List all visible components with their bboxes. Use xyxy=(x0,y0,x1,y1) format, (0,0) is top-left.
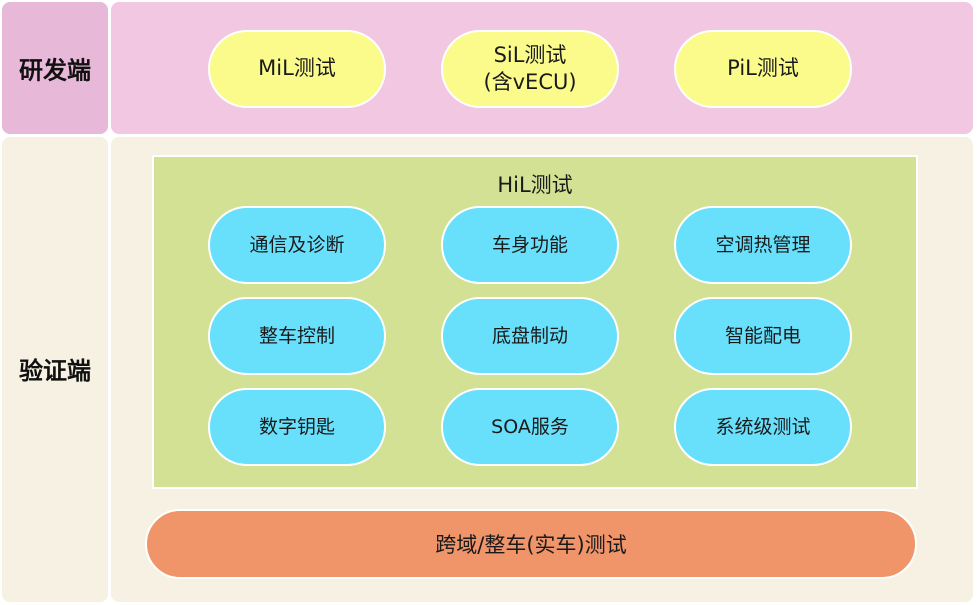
development-label: 研发端 xyxy=(19,56,91,85)
hil-item-system-level-test: 系统级测试 xyxy=(674,388,852,466)
hil-item-smart-power-distribution: 智能配电 xyxy=(674,297,852,375)
hil-item-chassis-braking: 底盘制动 xyxy=(441,297,619,375)
hil-test-title: HiL测试 xyxy=(497,173,573,197)
verification-label-panel: 验证端 xyxy=(2,137,108,602)
hil-item-body-functions: 车身功能 xyxy=(441,206,619,284)
development-label-panel: 研发端 xyxy=(2,2,108,134)
hil-item-vehicle-control: 整车控制 xyxy=(208,297,386,375)
pil-test-pill: PiL测试 xyxy=(674,30,852,108)
hil-item-digital-key: 数字钥匙 xyxy=(208,388,386,466)
cross-domain-vehicle-test-bar: 跨域/整车(实车)测试 xyxy=(145,509,917,579)
hil-item-thermal-management: 空调热管理 xyxy=(674,206,852,284)
hil-item-communication-diagnostics: 通信及诊断 xyxy=(208,206,386,284)
hil-item-soa-service: SOA服务 xyxy=(441,388,619,466)
verification-label: 验证端 xyxy=(19,357,91,385)
mil-test-pill: MiL测试 xyxy=(208,30,386,108)
sil-test-pill: SiL测试 (含vECU) xyxy=(441,30,619,108)
